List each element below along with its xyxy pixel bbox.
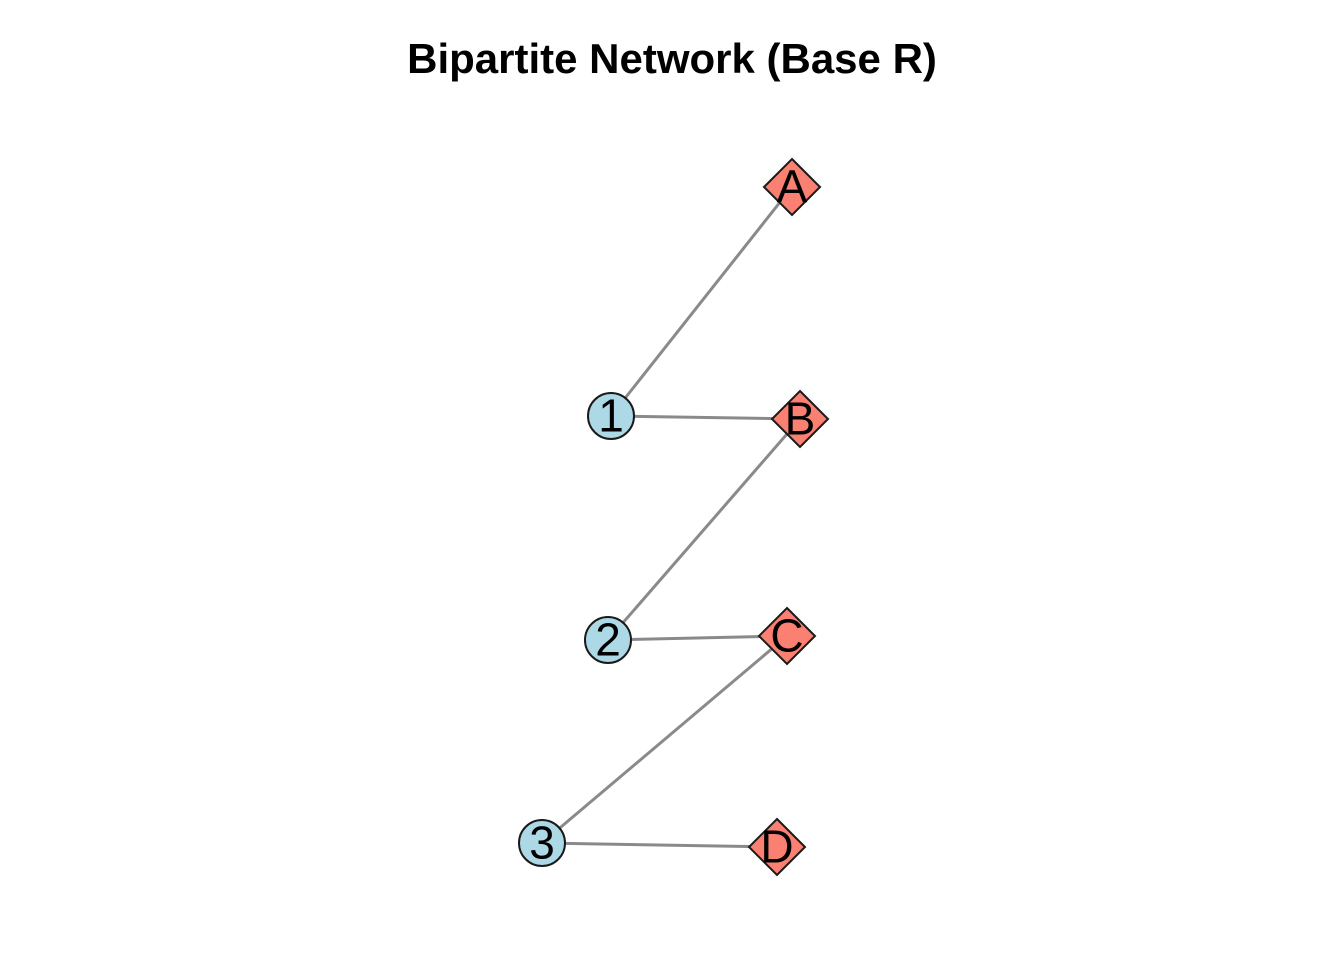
node-diamond-C [757,606,817,666]
node-circle-3 [518,819,566,867]
node-circle-2 [584,616,632,664]
edge-2-C [607,634,788,642]
edges-layer [541,186,802,849]
node-diamond-A [762,157,822,217]
edge-3-D [541,841,778,849]
plot-title: Bipartite Network (Base R) [407,35,937,82]
node-diamond-B [770,389,830,449]
edge-1-B [610,414,801,421]
node-diamond-D [747,817,807,877]
edge-2-B [606,418,802,641]
node-circle-1 [587,392,635,440]
edge-3-C [541,634,788,845]
edge-1-A [609,186,794,417]
